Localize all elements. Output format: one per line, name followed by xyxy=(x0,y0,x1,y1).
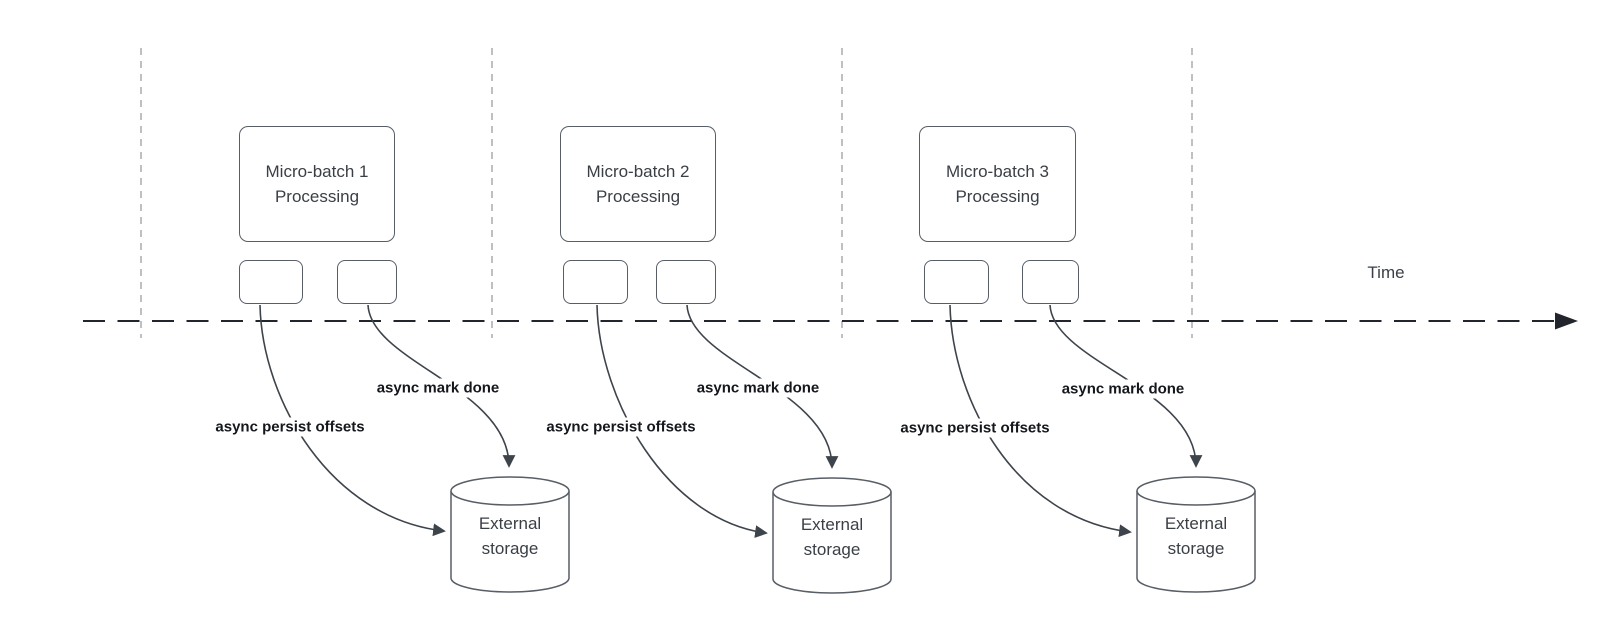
mark-done-label-3: async mark done xyxy=(1058,379,1188,399)
micro-batch-1-process-box: Micro-batch 1 Processing xyxy=(239,126,395,242)
micro-batch-2-process-box: Micro-batch 2 Processing xyxy=(560,126,716,242)
mark-done-task-box-3 xyxy=(1022,260,1079,304)
mark-done-arrow-1 xyxy=(367,304,516,468)
persist-offsets-task-box-2 xyxy=(563,260,628,304)
external-storage-box-1: External storage xyxy=(451,479,569,592)
external-storage-label-3: External storage xyxy=(1164,513,1228,558)
mark-done-task-box-2 xyxy=(656,260,716,304)
persist-offsets-arrow-2 xyxy=(596,304,768,538)
micro-batch-3-process-label: Micro-batch 3 Processing xyxy=(946,162,1049,206)
mark-done-label-1: async mark done xyxy=(373,378,503,398)
external-storage-cylinder-1 xyxy=(450,476,570,593)
persist-offsets-label-3: async persist offsets xyxy=(897,418,1053,438)
time-axis-arrowhead xyxy=(1555,312,1578,330)
external-storage-box-2: External storage xyxy=(773,480,891,593)
micro-batch-1-process-label: Micro-batch 1 Processing xyxy=(265,162,369,206)
external-storage-label-2: External storage xyxy=(800,514,864,559)
external-storage-label-1: External storage xyxy=(478,513,542,558)
persist-offsets-arrow-3 xyxy=(949,304,1132,538)
external-storage-cylinder-2 xyxy=(772,477,892,594)
external-storage-cylinder-3 xyxy=(1136,476,1256,593)
mark-done-task-box-1 xyxy=(337,260,397,304)
mark-done-label-2: async mark done xyxy=(693,378,823,398)
persist-offsets-label-2: async persist offsets xyxy=(543,417,699,437)
time-label: Time xyxy=(1367,263,1405,282)
external-storage-box-3: External storage xyxy=(1137,479,1255,592)
persist-offsets-task-box-1 xyxy=(239,260,303,304)
persist-offsets-task-box-3 xyxy=(924,260,989,304)
mark-done-arrow-3 xyxy=(1049,304,1203,468)
persist-offsets-arrow-1 xyxy=(259,304,446,537)
micro-batch-2-process-label: Micro-batch 2 Processing xyxy=(586,162,690,206)
persist-offsets-label-1: async persist offsets xyxy=(212,417,368,437)
micro-batch-3-process-box: Micro-batch 3 Processing xyxy=(919,126,1076,242)
